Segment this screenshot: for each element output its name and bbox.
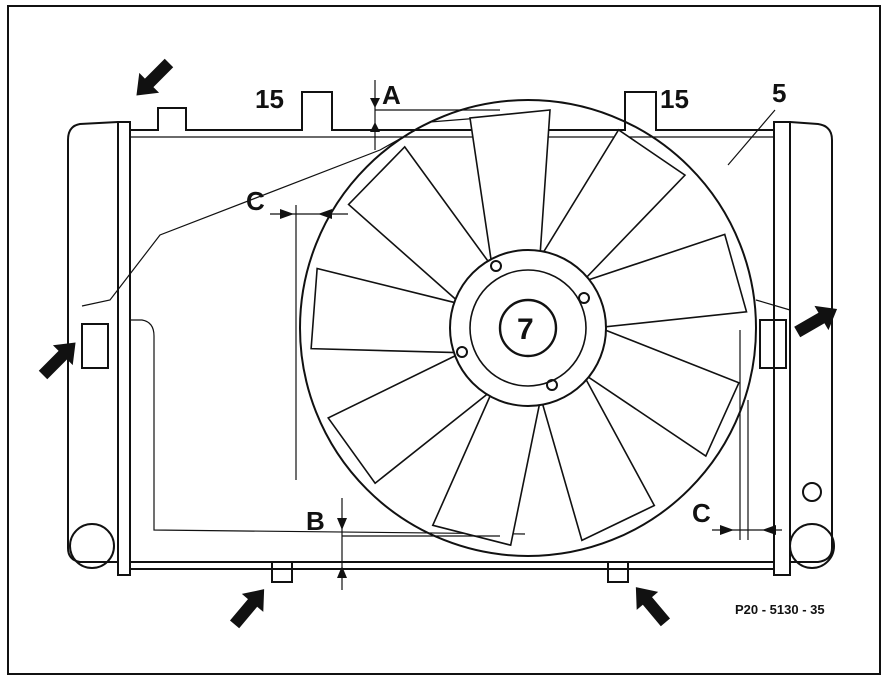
right-drain-hole <box>802 482 822 502</box>
hub-inner <box>469 269 587 387</box>
hub-bolt <box>456 346 468 358</box>
dim-a-arrow-down <box>370 98 380 108</box>
label-dim-a: A <box>382 80 401 110</box>
label-dim-c-top: C <box>246 186 265 216</box>
fan-ring <box>299 99 757 557</box>
dim-c-top-arrow-left <box>318 209 332 219</box>
bottom-peg-left <box>271 561 293 583</box>
mount-arrow-left <box>38 342 76 380</box>
label-dim-c-bottom: C <box>692 498 711 528</box>
mount-arrow-bottom-right <box>635 587 671 627</box>
figure-frame <box>7 5 881 675</box>
label-fan: 7 <box>517 313 534 346</box>
shroud-inner-contour <box>130 319 526 535</box>
hub-bolt <box>546 379 558 391</box>
mount-arrow-top-left <box>136 58 174 96</box>
hub-center <box>498 298 558 358</box>
label-mount-left: 15 <box>255 84 284 114</box>
left-side-mount <box>81 323 109 369</box>
right-side-mount <box>759 319 787 369</box>
hub-bolt <box>490 260 502 272</box>
label-shroud: 5 <box>772 78 786 108</box>
reference-code: P20 - 5130 - 35 <box>735 602 825 617</box>
dim-c-bottom-arrow-left <box>762 525 776 535</box>
left-tank-end <box>69 523 115 569</box>
dim-b-arrow-up <box>337 566 347 578</box>
leader-shroud <box>727 109 776 166</box>
dim-c-bottom-arrow-right <box>720 525 734 535</box>
shroud-diagonal <box>81 117 481 307</box>
label-dim-b: B <box>306 506 325 536</box>
fan-blades <box>310 109 748 547</box>
shroud-top-edge <box>130 91 774 131</box>
hub-outer <box>449 249 607 407</box>
mount-arrow-bottom-left <box>229 589 265 629</box>
dim-c-top-arrow-right <box>280 209 294 219</box>
hub-bolt <box>578 292 590 304</box>
dim-b-arrow-down <box>337 518 347 530</box>
dim-a-arrow-up <box>370 122 380 132</box>
mount-arrow-right <box>794 305 838 338</box>
bottom-peg-right <box>607 561 629 583</box>
label-mount-right: 15 <box>660 84 689 114</box>
shroud-bottom-edge <box>130 561 774 570</box>
left-side-rail <box>117 121 131 576</box>
fan-blade <box>469 109 551 267</box>
shroud-right-wall <box>739 299 791 540</box>
right-side-rail <box>773 121 791 576</box>
